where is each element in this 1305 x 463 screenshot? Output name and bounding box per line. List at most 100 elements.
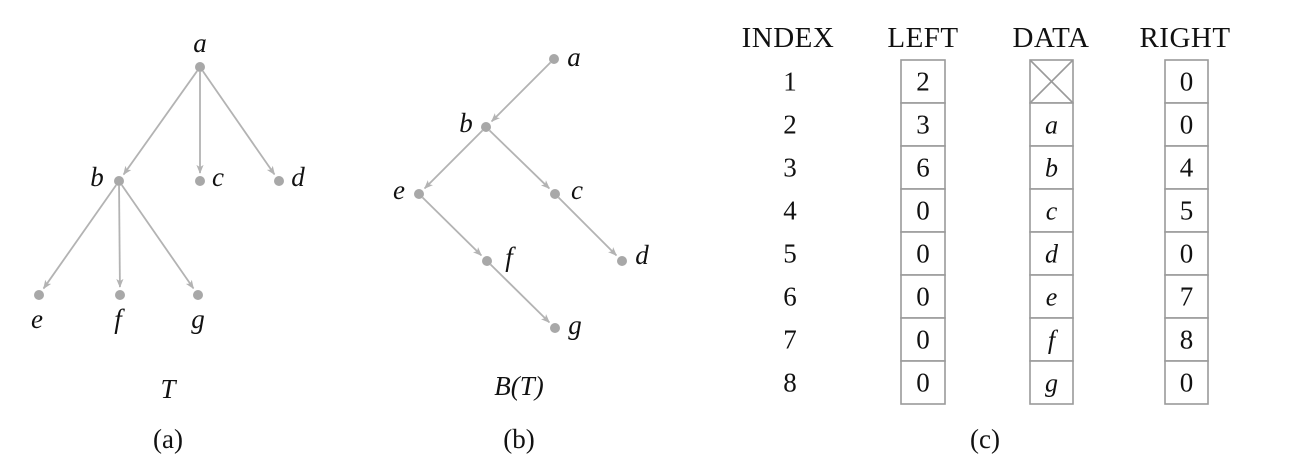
binary-tree-edge-b-e [424, 129, 484, 189]
tree-t-node-label-f: f [114, 304, 125, 334]
binary-tree-node-label-d: d [635, 240, 649, 270]
index-cell: 3 [783, 153, 797, 183]
tree-t-node-label-g: g [191, 304, 205, 334]
left-cell-value: 0 [916, 282, 930, 312]
data-cell-box [1029, 231, 1074, 276]
tree-t-node-f [115, 290, 125, 300]
header-right: RIGHT [1139, 22, 1230, 54]
left-cell-value: 6 [916, 153, 930, 183]
table-row: 1 2 0 [783, 59, 1209, 104]
left-cell-box [900, 145, 946, 190]
binary-tree-node-g [550, 323, 560, 333]
tree-t-node-c [195, 176, 205, 186]
left-cell-box [900, 59, 946, 104]
table-row: 4 0 c 5 [783, 188, 1209, 233]
binary-tree-edge-a-b [491, 61, 552, 122]
index-cell: 7 [783, 325, 797, 355]
header-data: DATA [1012, 22, 1089, 54]
left-cell-value: 0 [916, 239, 930, 269]
binary-tree-node-b [481, 122, 491, 132]
binary-tree-node-label-b: b [459, 108, 473, 138]
binary-tree-node-label-f: f [505, 242, 516, 272]
data-cell-box [1029, 317, 1074, 362]
binary-tree-node-d [617, 256, 627, 266]
right-cell-value: 4 [1180, 153, 1194, 183]
binary-tree-node-c [550, 189, 560, 199]
tree-t-node-a [195, 62, 205, 72]
tree-t-edge-a-b [122, 70, 198, 176]
data-cell-value: f [1048, 326, 1059, 355]
caption-c: (c) [970, 424, 1000, 454]
binary-tree-node-label-a: a [567, 42, 581, 72]
tree-t-node-label-d: d [291, 162, 305, 192]
left-cell-box [900, 231, 946, 276]
right-cell-box [1164, 317, 1209, 362]
tree-t-node-b [114, 176, 124, 186]
data-cell-value: e [1046, 283, 1058, 312]
table-row: 6 0 e 7 [783, 274, 1209, 319]
tree-t-node-label-a: a [193, 28, 207, 58]
right-cell-box [1164, 360, 1209, 405]
left-cell-box [900, 274, 946, 319]
tree-t-edge-b-f [116, 185, 124, 288]
data-cell-value: b [1045, 154, 1058, 183]
right-cell-value: 0 [1180, 368, 1194, 398]
right-cell-value: 7 [1180, 282, 1194, 312]
index-cell: 1 [783, 67, 797, 97]
table-row: 8 0 g 0 [783, 360, 1209, 405]
binary-tree-node-a [549, 54, 559, 64]
right-cell-value: 0 [1180, 239, 1194, 269]
caption-a: (a) [153, 424, 183, 454]
tree-t-node-g [193, 290, 203, 300]
right-cell-value: 5 [1180, 196, 1194, 226]
binary-tree-node-label-g: g [568, 310, 582, 340]
right-cell-value: 0 [1180, 67, 1194, 97]
left-cell-box [900, 317, 946, 362]
binary-tree-edge-c-d [557, 196, 617, 256]
tree-t-edge-b-e [42, 184, 117, 290]
data-cell-value: c [1046, 197, 1058, 226]
index-cell: 6 [783, 282, 797, 312]
table-row: 3 6 b 4 [783, 145, 1209, 190]
right-cell-box [1164, 102, 1209, 147]
index-cell: 2 [783, 110, 797, 140]
left-cell-value: 0 [916, 325, 930, 355]
index-cell: 8 [783, 368, 797, 398]
data-cell-value: a [1045, 111, 1058, 140]
tree-t-node-label-b: b [90, 162, 104, 192]
tree-t-edges [42, 70, 276, 290]
tree-t-node-e [34, 290, 44, 300]
binary-tree-edge-f-g [489, 263, 550, 324]
tree-t-title: T [160, 374, 177, 404]
left-cell-value: 0 [916, 368, 930, 398]
data-cell-box [1029, 360, 1074, 405]
binary-tree-edge-e-f [421, 196, 482, 257]
data-cell-box [1029, 274, 1074, 319]
binary-tree-edge-b-c [488, 129, 550, 190]
binary-tree-title: B(T) [494, 371, 544, 401]
tree-t-edge-b-g [121, 184, 195, 290]
binary-tree-node-e [414, 189, 424, 199]
index-cell: 4 [783, 196, 797, 226]
header-left: LEFT [887, 22, 958, 54]
right-cell-value: 0 [1180, 110, 1194, 140]
binary-tree-node-label-c: c [571, 175, 583, 205]
tree-t-edge-a-d [202, 70, 276, 176]
left-cell-value: 2 [916, 67, 930, 97]
tree-t-node-label-c: c [212, 162, 224, 192]
caption-b: (b) [503, 424, 534, 454]
header-index: INDEX [742, 22, 835, 54]
data-cell-value: g [1045, 369, 1058, 398]
binary-tree-node-f [482, 256, 492, 266]
left-cell-value: 0 [916, 196, 930, 226]
left-cell-box [900, 360, 946, 405]
